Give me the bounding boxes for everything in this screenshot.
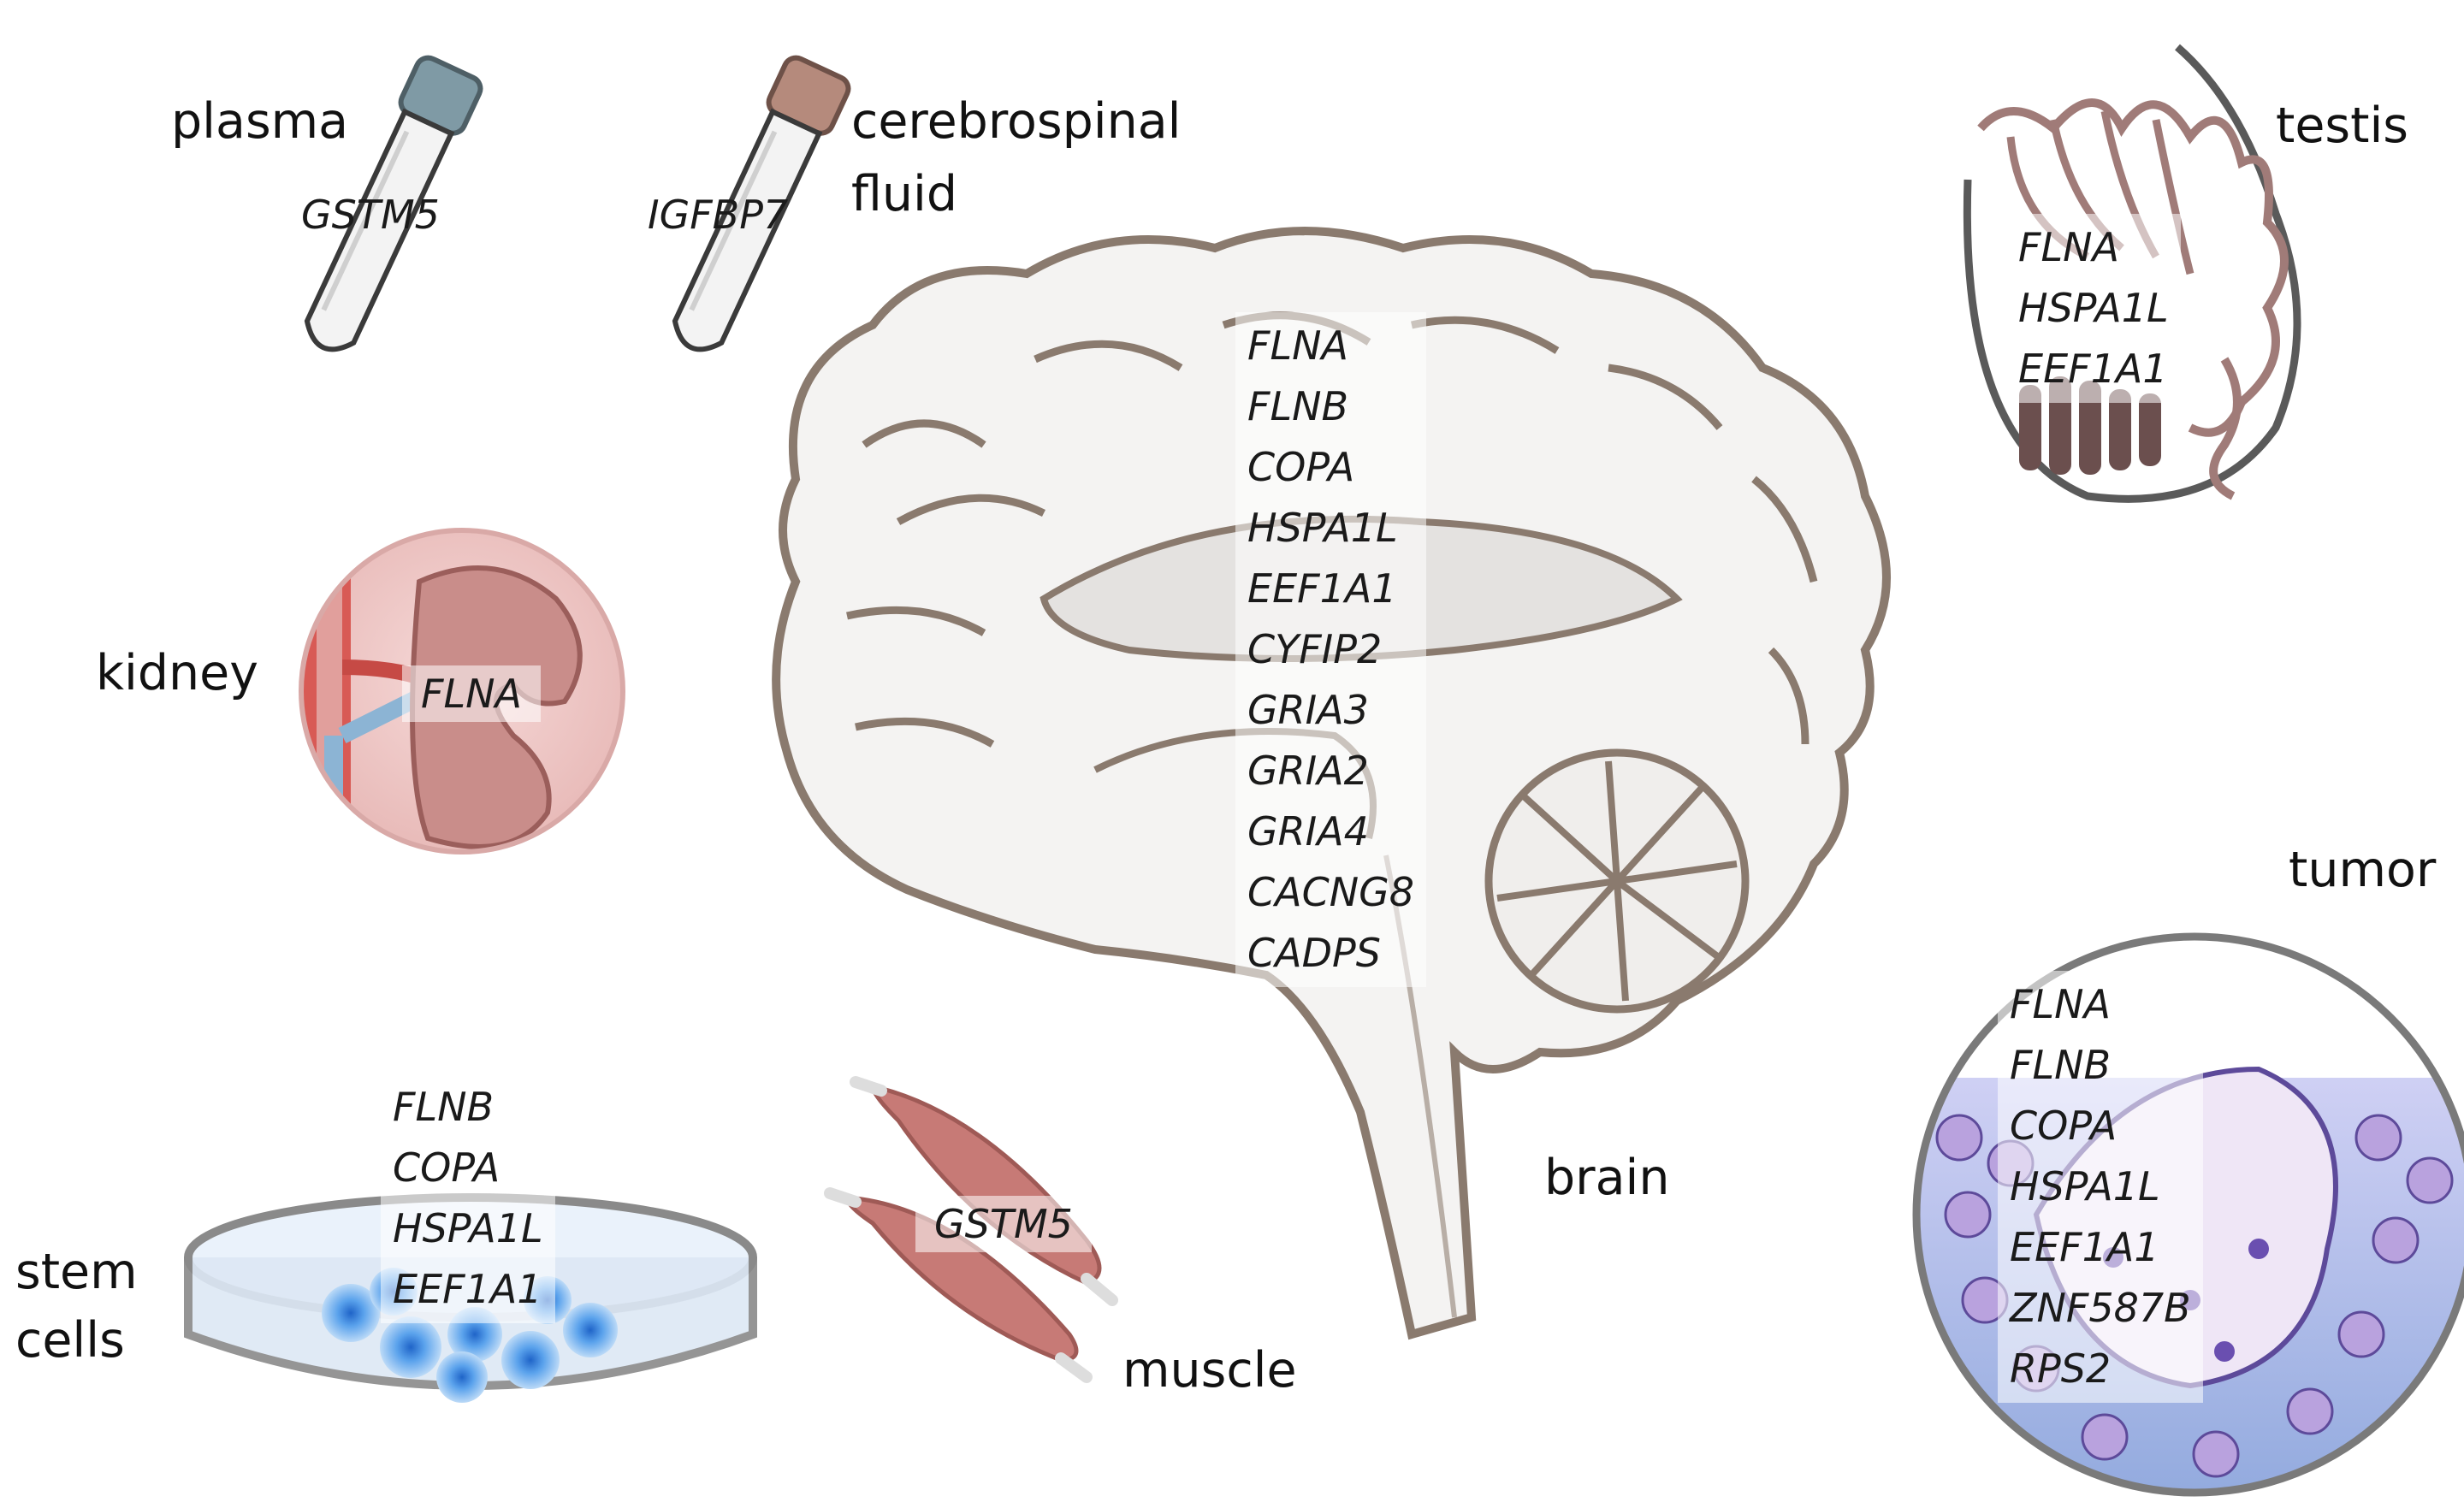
gene-item: COPA	[393, 1144, 500, 1191]
kidney-label: kidney	[96, 645, 258, 701]
plasma-genes: GSTM5	[282, 186, 459, 243]
gene-item: FLNA	[1247, 322, 1348, 369]
muscle-genes: GSTM5	[915, 1196, 1092, 1252]
stem-cells-genes: FLNB COPA HSPA1L EEF1A1	[381, 1073, 555, 1323]
plasma-label: plasma	[171, 93, 349, 150]
gene-item: FLNB	[2010, 1042, 2112, 1088]
csf-label-line2: fluid	[851, 166, 958, 222]
plasma-tube-icon	[304, 55, 483, 352]
gene-item: GRIA3	[1247, 687, 1369, 733]
gene-item: GSTM5	[934, 1201, 1073, 1247]
kidney-genes: FLNA	[402, 665, 541, 722]
csf-genes: IGFBP7	[629, 186, 807, 243]
stem-cells-label-line2: cells	[15, 1312, 125, 1369]
gene-item: GSTM5	[301, 192, 440, 238]
gene-item: EEF1A1	[1247, 565, 1397, 612]
brain-label: brain	[1544, 1150, 1670, 1206]
gene-item: FLNB	[1247, 383, 1349, 429]
gene-item: FLNB	[393, 1084, 495, 1130]
testis-genes: FLNA HSPA1L EEF1A1	[2006, 214, 2181, 403]
gene-item: COPA	[2010, 1103, 2118, 1149]
gene-item: CACNG8	[1247, 869, 1415, 915]
gene-item: COPA	[1247, 444, 1355, 490]
gene-item: EEF1A1	[2018, 346, 2168, 392]
gene-item: HSPA1L	[1247, 505, 1398, 551]
gene-item: GRIA2	[1247, 748, 1369, 794]
gene-item: CADPS	[1247, 930, 1381, 976]
brain-genes: FLNA FLNB COPA HSPA1L EEF1A1 CYFIP2 GRIA…	[1235, 312, 1427, 987]
gene-item: HSPA1L	[393, 1205, 543, 1251]
gene-item: CYFIP2	[1247, 626, 1383, 672]
stem-cells-label-line1: stem	[15, 1244, 138, 1300]
gene-item: ZNF587B	[2010, 1285, 2191, 1331]
csf-label-line1: cerebrospinal	[851, 93, 1182, 150]
gene-item: IGFBP7	[648, 192, 789, 238]
muscle-label: muscle	[1122, 1342, 1297, 1399]
testis-label: testis	[2276, 98, 2408, 154]
gene-item: FLNA	[421, 671, 522, 717]
gene-item: HSPA1L	[2018, 285, 2169, 331]
gene-item: FLNA	[2018, 224, 2119, 270]
gene-item: RPS2	[2010, 1345, 2112, 1392]
gene-item: EEF1A1	[2010, 1224, 2159, 1270]
gene-item: HSPA1L	[2010, 1163, 2160, 1209]
tumor-label: tumor	[2289, 842, 2437, 898]
csf-tube-icon	[672, 55, 851, 352]
gene-item: FLNA	[2010, 981, 2111, 1027]
tumor-genes: FLNA FLNB COPA HSPA1L EEF1A1 ZNF587B RPS…	[1998, 971, 2203, 1403]
gene-item: EEF1A1	[393, 1266, 542, 1312]
gene-item: GRIA4	[1247, 808, 1369, 855]
